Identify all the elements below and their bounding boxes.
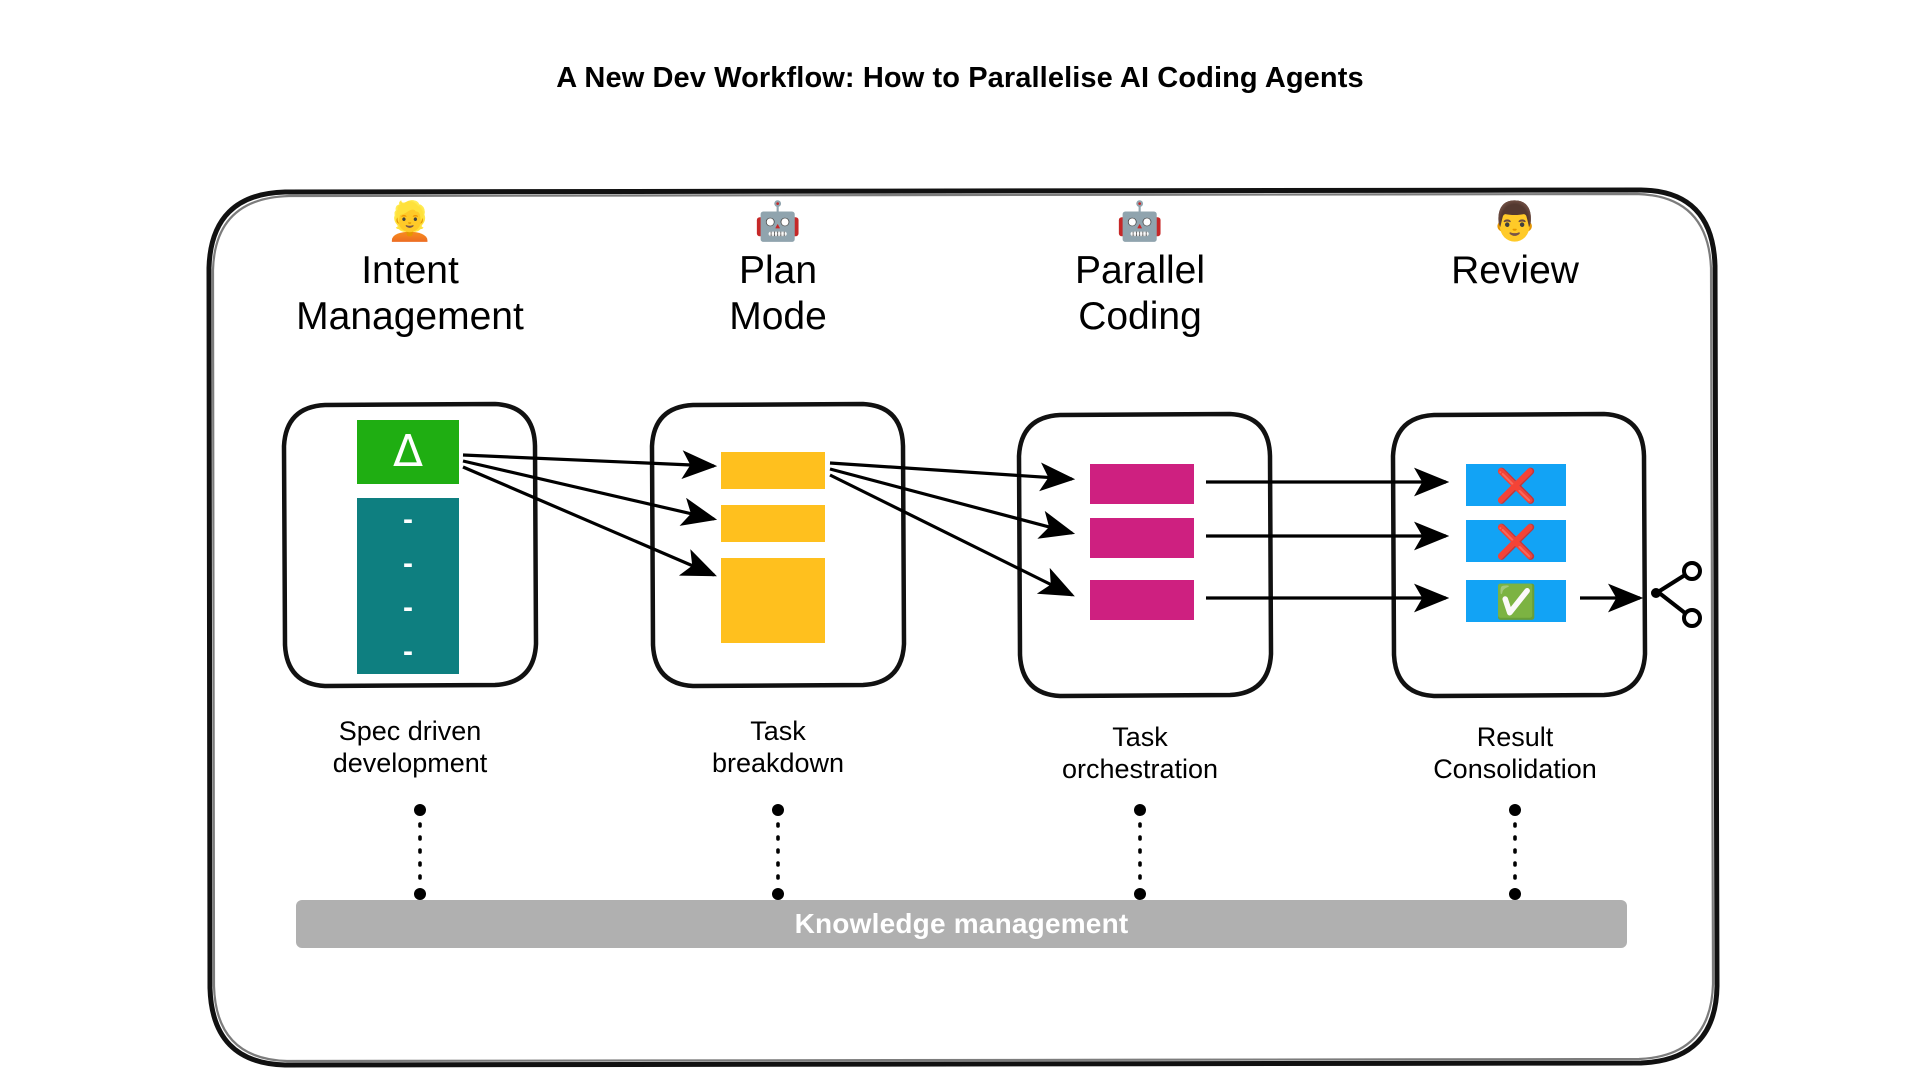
cross-mark-icon: ❌ bbox=[1495, 466, 1537, 504]
connector-plan-mode bbox=[771, 804, 785, 900]
caption-review: Result Consolidation bbox=[1433, 722, 1597, 784]
caption-parallel-coding: Task orchestration bbox=[1061, 722, 1219, 784]
caption-intent-management: Spec driven development bbox=[332, 716, 488, 778]
result-block-1[interactable]: ❌ bbox=[1466, 464, 1566, 506]
delta-icon: Δ bbox=[392, 426, 424, 477]
dash-icon: - bbox=[403, 635, 413, 668]
task-block-2[interactable] bbox=[721, 505, 825, 542]
stage-parallel-coding: 🤖 Parallel Coding bbox=[990, 200, 1290, 340]
robot-icon: 🤖 bbox=[1116, 201, 1164, 243]
task-block-3[interactable] bbox=[721, 558, 825, 643]
check-mark-icon: ✅ bbox=[1495, 582, 1537, 620]
spec-block-green[interactable]: Δ bbox=[357, 420, 459, 484]
stage-plan-mode: 🤖 Plan Mode bbox=[628, 200, 928, 340]
card-body-review: ❌ ❌ ✅ bbox=[1390, 410, 1648, 700]
knowledge-management-label: Knowledge management bbox=[794, 908, 1129, 939]
git-merge-icon[interactable] bbox=[1648, 560, 1708, 630]
result-block-3[interactable]: ✅ bbox=[1466, 580, 1566, 622]
dash-icon: - bbox=[403, 547, 413, 580]
connector-intent-management bbox=[413, 804, 427, 900]
knowledge-management-bar[interactable]: Knowledge management bbox=[296, 900, 1627, 948]
card-plan-mode bbox=[649, 400, 907, 690]
task-block-1[interactable] bbox=[721, 452, 825, 489]
stage-review: 👨 Review bbox=[1365, 200, 1665, 294]
agent-block-2[interactable] bbox=[1090, 518, 1194, 558]
robot-icon: 🤖 bbox=[754, 201, 802, 243]
result-block-2[interactable]: ❌ bbox=[1466, 520, 1566, 562]
page-title: A New Dev Workflow: How to Parallelise A… bbox=[556, 62, 1364, 94]
person-blond-hair-icon: 👱 bbox=[386, 201, 434, 243]
spec-block-teal-4[interactable]: - bbox=[357, 630, 459, 674]
dash-icon: - bbox=[403, 591, 413, 624]
stage-title-parallel-coding: Parallel Coding bbox=[1074, 249, 1206, 339]
connector-review bbox=[1508, 804, 1522, 900]
card-intent-management: Δ - - - - bbox=[281, 400, 539, 690]
card-body-parallel-coding bbox=[1016, 410, 1274, 700]
man-icon: 👨 bbox=[1491, 201, 1539, 243]
stage-title-plan-mode: Plan Mode bbox=[729, 249, 827, 339]
agent-block-3[interactable] bbox=[1090, 580, 1194, 620]
card-parallel-coding bbox=[1016, 410, 1274, 700]
connector-parallel-coding bbox=[1133, 804, 1147, 900]
spec-block-teal-2[interactable]: - bbox=[357, 542, 459, 586]
workflow-outer-frame bbox=[205, 186, 1721, 1069]
spec-block-teal-3[interactable]: - bbox=[357, 586, 459, 630]
card-body-plan-mode bbox=[649, 400, 907, 690]
spec-block-teal-1[interactable]: - bbox=[357, 498, 459, 542]
card-review: ❌ ❌ ✅ bbox=[1390, 410, 1648, 700]
stage-title-review: Review bbox=[1451, 249, 1579, 292]
stage-title-intent-management: Intent Management bbox=[296, 249, 524, 339]
agent-block-1[interactable] bbox=[1090, 464, 1194, 504]
dash-icon: - bbox=[403, 503, 413, 536]
card-body-intent-management: Δ - - - - bbox=[281, 400, 539, 690]
stage-intent-management: 👱 Intent Management bbox=[260, 200, 560, 340]
caption-plan-mode: Task breakdown bbox=[711, 716, 845, 778]
cross-mark-icon: ❌ bbox=[1495, 522, 1537, 560]
